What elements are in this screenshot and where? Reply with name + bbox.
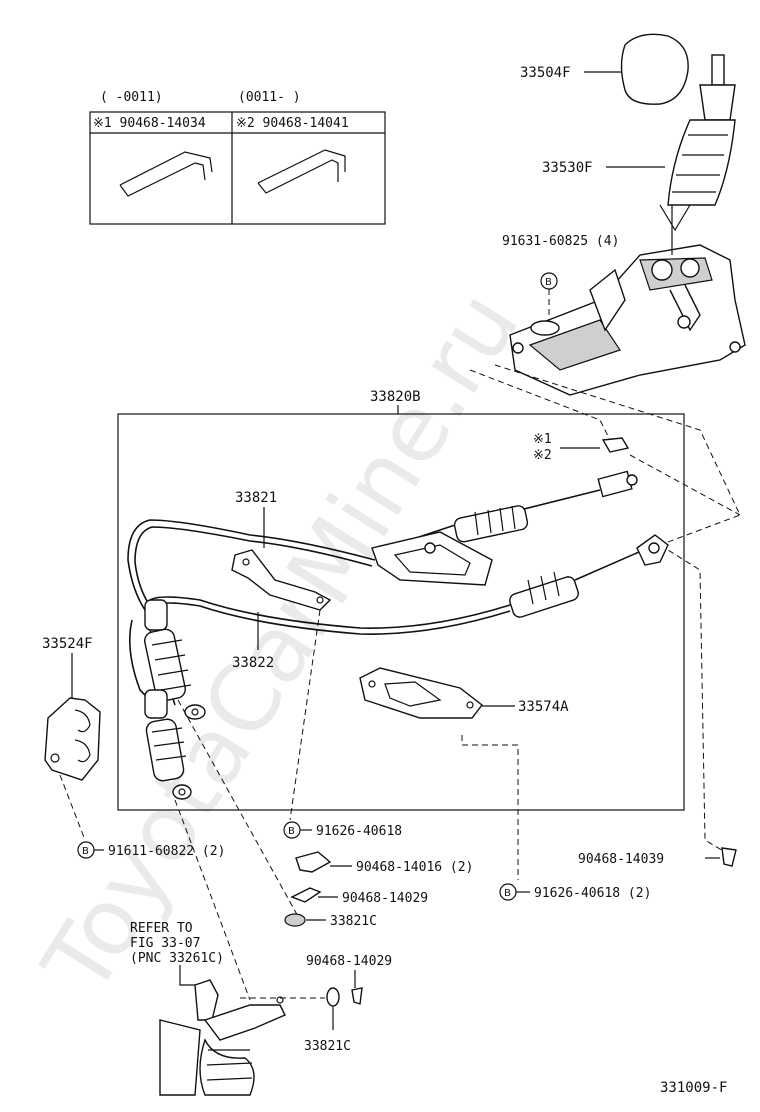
clip-note-icon: [601, 437, 630, 453]
callout-shifter-bolt: 91631-60825 (4): [502, 234, 619, 249]
cable-adjuster-lower-icon: [509, 576, 579, 618]
cable-bracket-upper-icon: [371, 531, 493, 586]
clip-a-icon: [295, 851, 332, 873]
cable-left-ends: [128, 599, 206, 800]
refer-line-3: (PNC 33261C): [130, 951, 224, 966]
washer-a-icon: [284, 913, 306, 927]
callout-bolt-right: 91626-40618 (2): [534, 886, 651, 901]
inset-left-header: ( -0011): [100, 90, 163, 105]
inset-right-header: (0011- ): [238, 90, 301, 105]
note-2: ※2: [533, 448, 552, 463]
inset-left-part: ※1 90468-14034: [93, 116, 206, 131]
shift-knob-group: 33504F 33530F: [520, 33, 736, 206]
clip-1-icon: [119, 151, 213, 197]
cable-support-bracket-icon: [231, 549, 332, 611]
callout-boot: 33530F: [542, 160, 593, 176]
shifter-housing-icon: [509, 244, 746, 396]
clip-b-icon: [290, 887, 322, 903]
callout-knob: 33504F: [520, 65, 571, 81]
inset-right-part: ※2 90468-14041: [236, 116, 349, 131]
gasket-icon: [359, 667, 483, 719]
diagram-id: 331009-F: [660, 1080, 727, 1096]
washer-b-icon: [326, 987, 340, 1007]
callout-bracket-left: 33524F: [42, 636, 93, 652]
callout-cable-lower: 33822: [232, 655, 274, 671]
callout-cable-assy: 33820B: [370, 389, 421, 405]
transmission-lever-icon: [203, 1004, 286, 1041]
cable-upper-group: [127, 470, 638, 611]
cable-end-upper-icon: [597, 470, 633, 498]
svg-text:B: B: [288, 826, 295, 837]
cable-lower-group: [149, 534, 669, 635]
lever-thread-icon: [711, 54, 725, 86]
clip-2-icon: [257, 149, 346, 194]
refer-line-1: REFER TO: [130, 921, 193, 936]
cable-boot-upper-icon: [144, 628, 186, 702]
callout-clip-right: 90468-14039: [578, 852, 664, 867]
bracket-left-icon: [44, 697, 101, 781]
svg-text:B: B: [504, 888, 511, 899]
clip-right-icon: [721, 847, 737, 867]
callout-clip-b: 90468-14029: [342, 891, 428, 906]
svg-text:B: B: [545, 277, 552, 288]
clip-c-icon: [351, 987, 363, 1005]
cable-assy-frame: [117, 413, 685, 811]
callout-washer-a: 33821C: [330, 914, 377, 929]
callout-washer-b: 33821C: [304, 1039, 351, 1054]
svg-text:B: B: [82, 846, 89, 857]
callout-bolt-center: 91626-40618: [316, 824, 402, 839]
callout-cable-upper: 33821: [235, 490, 277, 506]
cable-adjuster-upper-icon: [453, 505, 529, 543]
shift-boot-icon: [667, 119, 736, 206]
inset-box: ( -0011) (0011- ) ※1 90468-14034 ※2 9046…: [89, 90, 386, 225]
watermark: ToyotaCarMine.ru: [22, 273, 539, 1012]
callout-clip-c: 90468-14029: [306, 954, 392, 969]
inset-frame: [89, 111, 386, 225]
cable-boot-lower-icon: [145, 718, 185, 782]
shifter-base-group: 91631-60825 (4) B: [502, 204, 746, 396]
callout-clip-a: 90468-14016 (2): [356, 860, 473, 875]
shift-knob-icon: [620, 33, 689, 105]
transmission-lever-group: [159, 979, 325, 1096]
callout-bolt-left: 91611-60822 (2): [108, 844, 225, 859]
note-1: ※1: [533, 432, 552, 447]
callout-gasket: 33574A: [518, 699, 569, 715]
refer-line-2: FIG 33-07: [130, 936, 200, 951]
